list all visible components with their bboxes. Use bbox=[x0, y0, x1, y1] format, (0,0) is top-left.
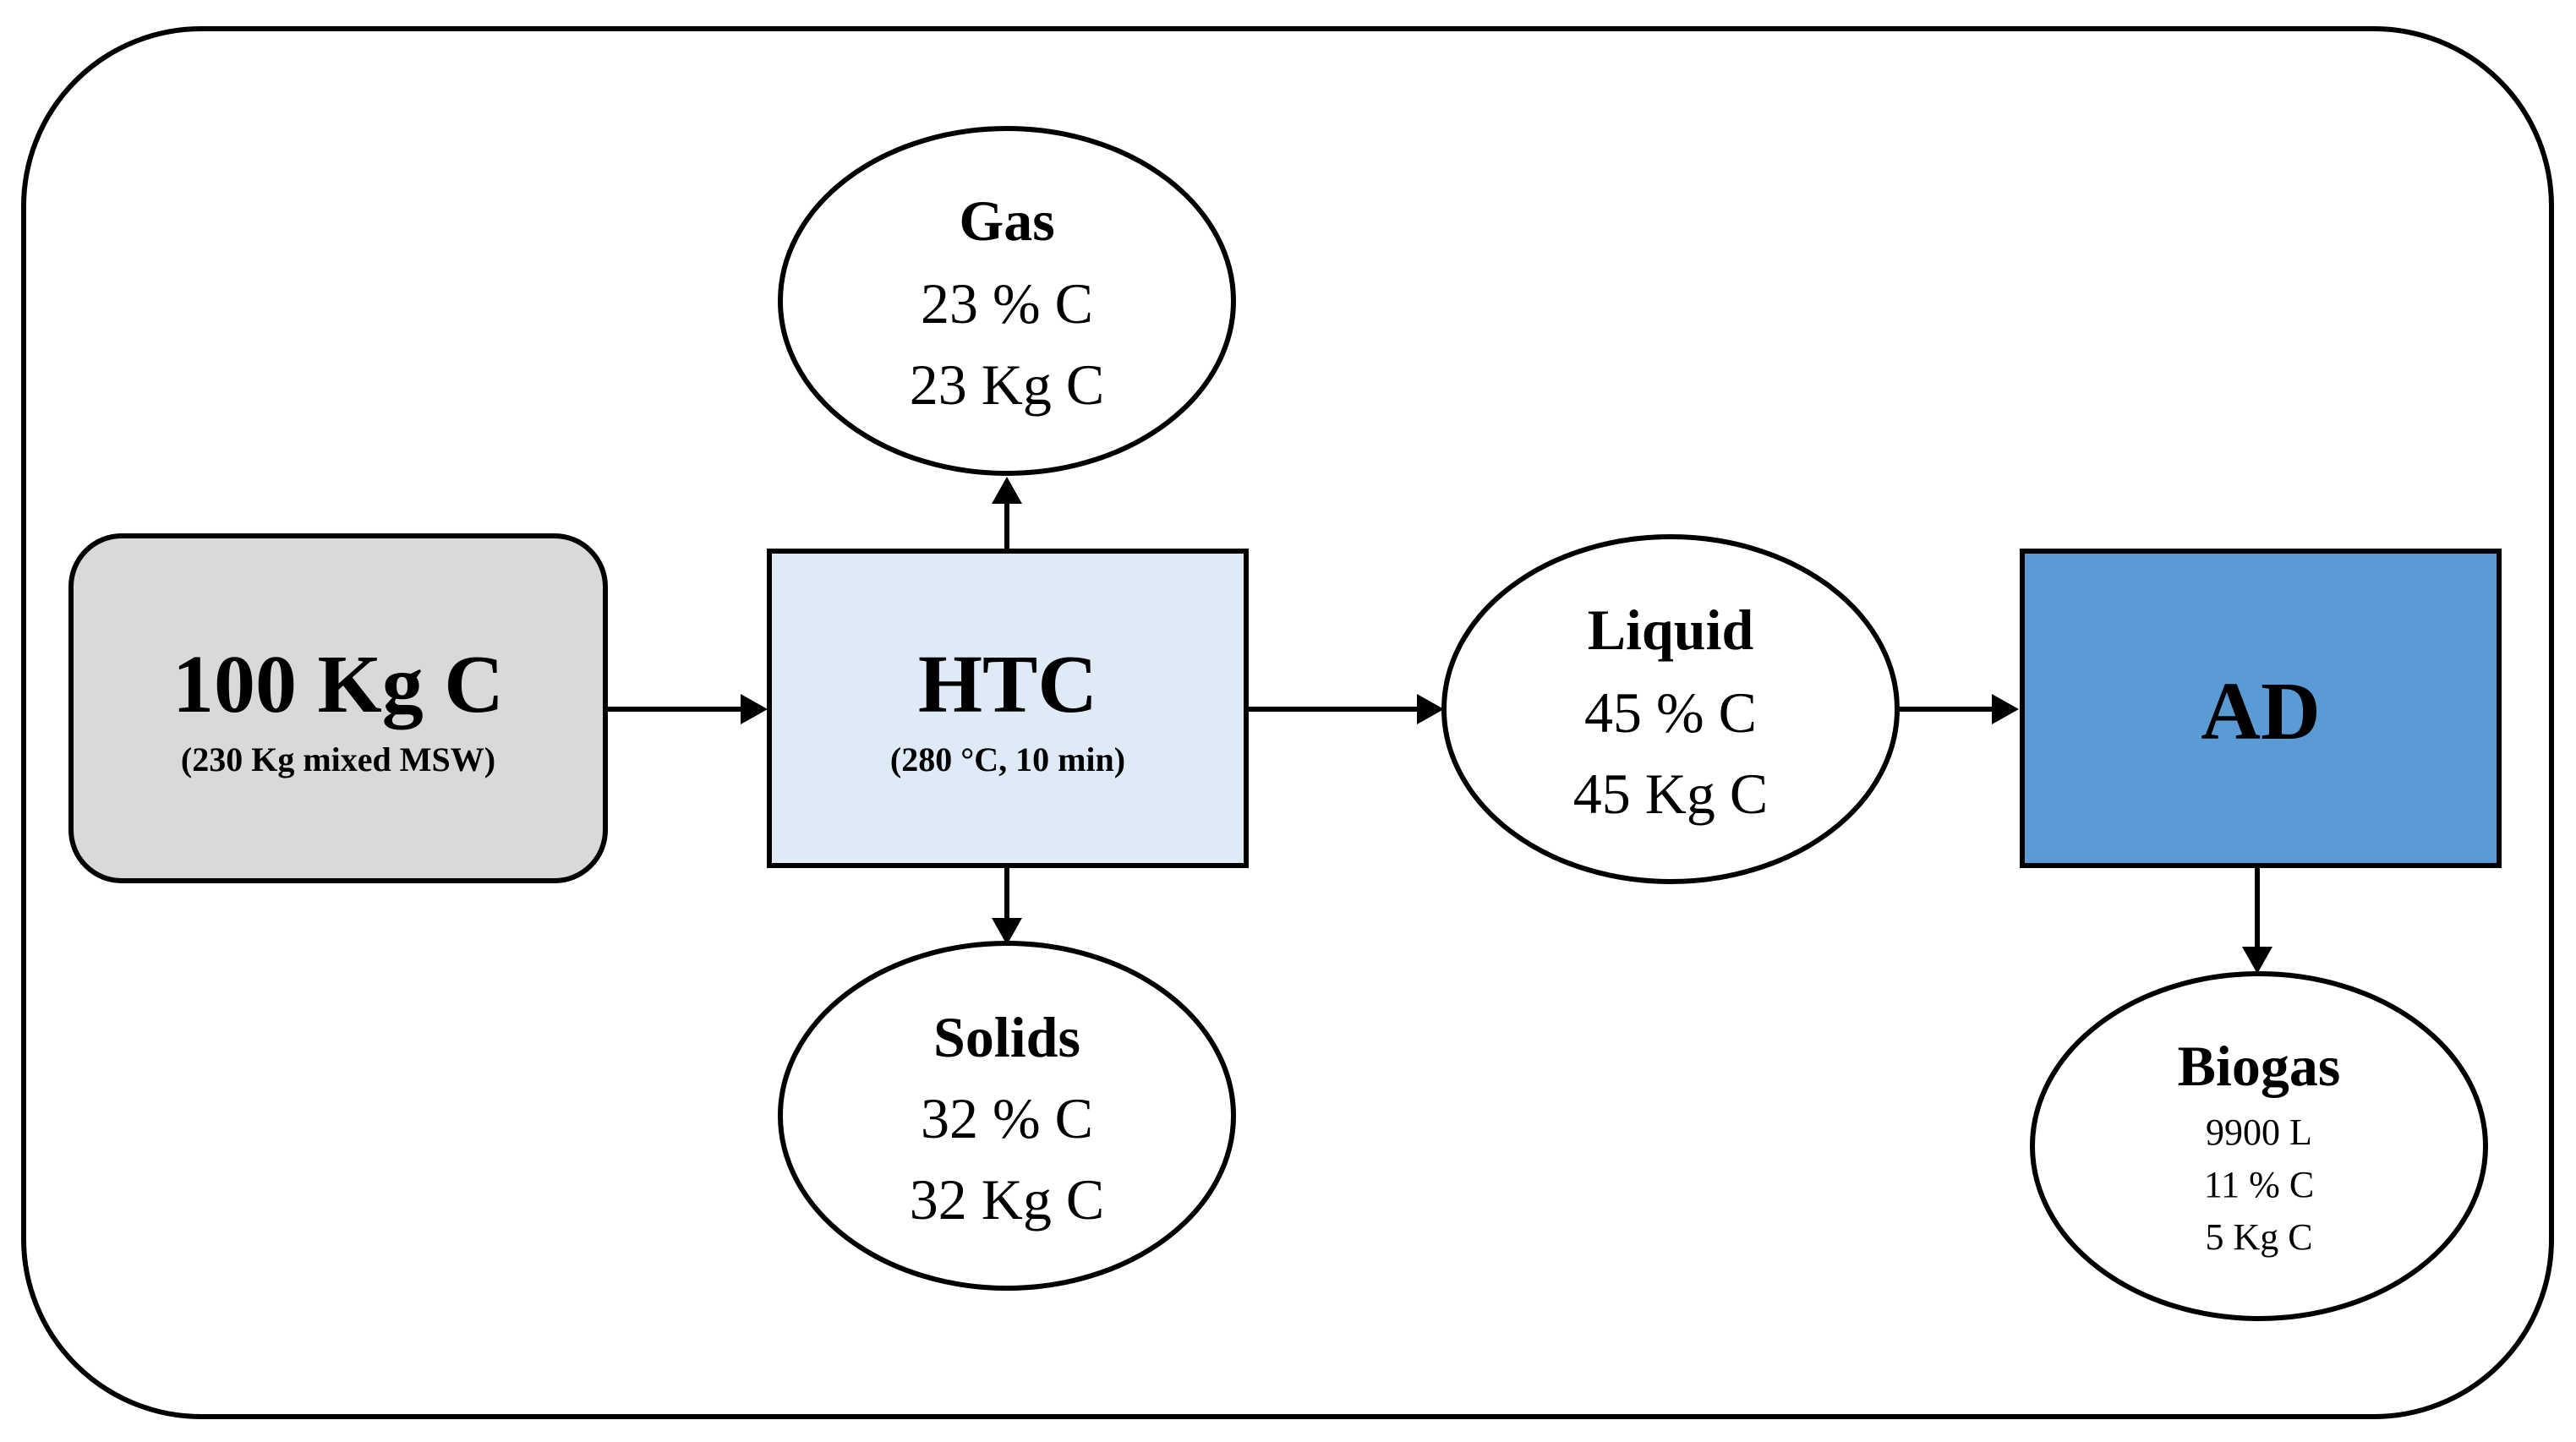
input-subtitle: (230 Kg mixed MSW) bbox=[181, 740, 495, 778]
arrows bbox=[605, 477, 2272, 974]
gas-ellipse bbox=[778, 126, 1236, 476]
ad-title: AD bbox=[2201, 666, 2321, 757]
arrowhead-htc-to-liquid bbox=[1417, 694, 1444, 724]
biogas-volume: 9900 L bbox=[2206, 1112, 2312, 1153]
arrowhead-liquid-to-ad bbox=[1992, 694, 2019, 724]
liquid-percent: 45 % C bbox=[1584, 680, 1757, 745]
htc-box bbox=[767, 549, 1249, 868]
biogas-ellipse bbox=[2030, 971, 2488, 1321]
gas-percent: 23 % C bbox=[921, 271, 1093, 336]
solids-mass: 32 Kg C bbox=[910, 1167, 1104, 1232]
liquid-node: Liquid 45 % C 45 Kg C bbox=[1441, 534, 1900, 884]
input-title: 100 Kg C bbox=[172, 639, 504, 730]
input-box bbox=[68, 533, 608, 883]
gas-title: Gas bbox=[959, 188, 1054, 253]
input-node: 100 Kg C (230 Kg mixed MSW) bbox=[68, 533, 608, 883]
biogas-mass: 5 Kg C bbox=[2205, 1216, 2312, 1258]
liquid-title: Liquid bbox=[1588, 598, 1754, 662]
ad-box bbox=[2020, 549, 2502, 868]
biogas-node: Biogas 9900 L 11 % C 5 Kg C bbox=[2030, 971, 2488, 1321]
biogas-title: Biogas bbox=[2178, 1034, 2341, 1098]
solids-percent: 32 % C bbox=[921, 1086, 1093, 1150]
htc-subtitle: (280 °C, 10 min) bbox=[890, 740, 1125, 778]
outer-frame bbox=[21, 26, 2554, 1419]
arrowhead-htc-to-gas bbox=[992, 477, 1022, 504]
arrowhead-ad-to-biogas bbox=[2242, 947, 2272, 974]
liquid-mass: 45 Kg C bbox=[1573, 762, 1768, 826]
arrowhead-htc-to-solids bbox=[992, 918, 1022, 945]
gas-mass: 23 Kg C bbox=[910, 352, 1104, 417]
solids-title: Solids bbox=[933, 1005, 1080, 1069]
htc-node: HTC (280 °C, 10 min) bbox=[767, 549, 1249, 868]
htc-title: HTC bbox=[918, 639, 1097, 730]
gas-node: Gas 23 % C 23 Kg C bbox=[778, 126, 1236, 476]
ad-node: AD bbox=[2020, 549, 2502, 868]
liquid-ellipse bbox=[1441, 534, 1900, 884]
biogas-percent: 11 % C bbox=[2204, 1164, 2314, 1205]
solids-node: Solids 32 % C 32 Kg C bbox=[778, 941, 1236, 1291]
solids-ellipse bbox=[778, 941, 1236, 1291]
arrowhead-input-to-htc bbox=[741, 694, 768, 724]
